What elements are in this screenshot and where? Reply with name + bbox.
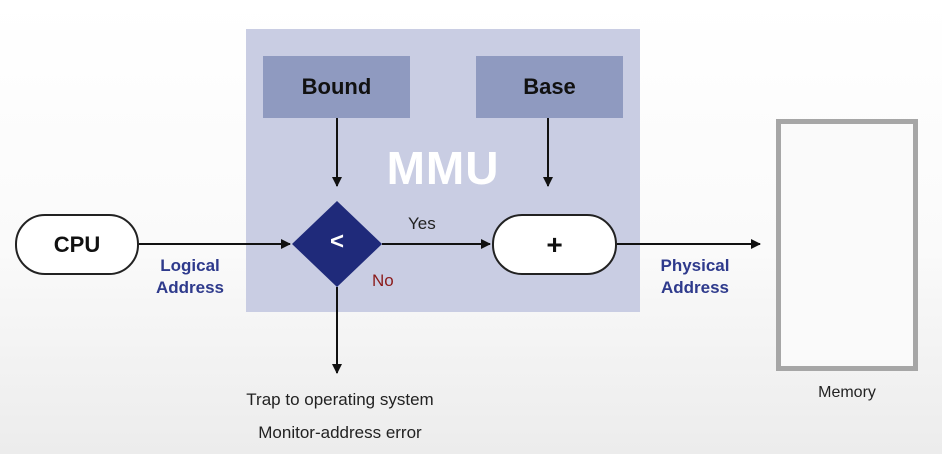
cpu-node: CPU (15, 214, 139, 275)
base-register: Base (476, 56, 623, 118)
comparator-diamond (292, 201, 382, 287)
logical-address-line2: Address (155, 278, 225, 297)
memory-box (776, 119, 918, 371)
bound-register: Bound (263, 56, 410, 118)
physical-address-label: Physical Address (650, 255, 740, 299)
mmu-label: MMU (386, 142, 500, 194)
logical-address-line1: Logical (160, 256, 220, 275)
physical-address-line1: Physical (660, 256, 730, 275)
trap-label: Trap to operating system (246, 390, 434, 409)
memory-label: Memory (818, 384, 876, 401)
no-label: No (372, 271, 394, 290)
physical-address-line2: Address (660, 278, 730, 297)
logical-address-label: Logical Address (148, 255, 232, 299)
error-label: Monitor-address error (258, 423, 422, 442)
yes-label: Yes (408, 214, 436, 233)
adder-node: + (492, 214, 617, 275)
comparator-symbol: < (329, 228, 344, 255)
